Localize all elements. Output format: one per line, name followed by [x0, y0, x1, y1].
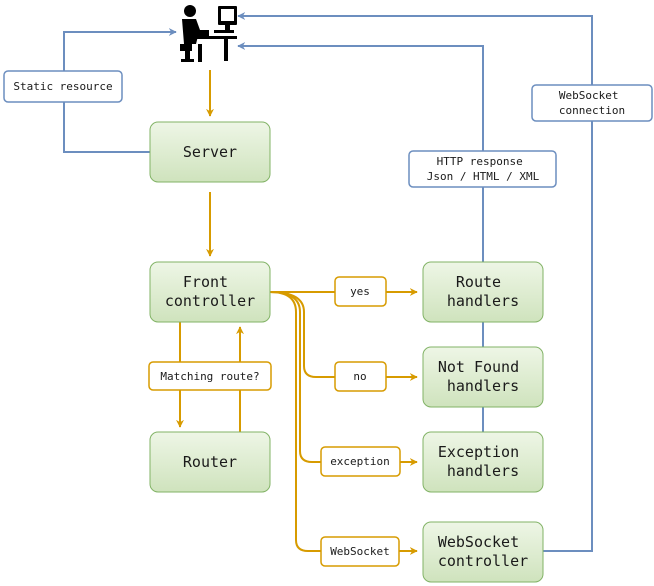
yes-text: yes	[350, 285, 370, 298]
http-response-text-line1: HTTP response	[437, 155, 523, 168]
route-handlers-label-line1: Route	[456, 273, 501, 291]
not-found-handlers-label-line2: handlers	[447, 377, 519, 395]
front-controller-node: Front controller	[149, 261, 271, 323]
router-label: Router	[183, 453, 237, 471]
not-found-handlers-label-line1: Not Found	[438, 358, 519, 376]
yes-label: yes	[334, 276, 387, 307]
websocket-controller-label-line2: controller	[438, 552, 528, 570]
websocket-connection-label: WebSocket connection	[531, 84, 653, 122]
websocket-controller-label-line1: WebSocket	[438, 533, 519, 551]
websocket-connection-text-line2: connection	[559, 104, 625, 117]
exception-label: exception	[320, 446, 401, 477]
exception-handlers-node: Exception handlers	[422, 431, 544, 493]
websocket-branch-label: WebSocket	[320, 536, 400, 567]
no-label: no	[334, 361, 387, 392]
svg-text:WebSocket controller: WebSocket controller	[438, 533, 528, 570]
static-resource-label: Static resource	[3, 70, 123, 103]
front-controller-label-line2: controller	[165, 292, 255, 310]
http-response-edge	[237, 42, 484, 262]
svg-text:Front controller: Front controller	[165, 273, 255, 310]
no-text: no	[353, 370, 366, 383]
svg-text:WebSocket connection: WebSocket connection	[559, 89, 625, 117]
matching-route-text: Matching route?	[160, 370, 259, 383]
router-node: Router	[149, 431, 271, 493]
exception-text: exception	[330, 455, 390, 468]
svg-text:Exception handlers: Exception handlers	[438, 443, 528, 480]
static-resource-text: Static resource	[13, 80, 112, 93]
server-label: Server	[183, 143, 237, 161]
user-at-computer-icon	[180, 5, 237, 62]
svg-text:Route handlers: Route handlers	[447, 273, 519, 310]
websocket-connection-text-line1: WebSocket	[559, 89, 619, 102]
not-found-handlers-node: Not Found handlers	[422, 346, 544, 408]
exception-handlers-label-line1: Exception	[438, 443, 519, 461]
websocket-connection-edge	[237, 12, 593, 552]
server-node: Server	[149, 121, 271, 183]
route-handlers-node: Route handlers	[422, 261, 544, 323]
websocket-controller-node: WebSocket controller	[422, 521, 544, 583]
websocket-branch-edge	[269, 291, 418, 555]
exception-handlers-label-line2: handlers	[447, 462, 519, 480]
matching-route-label: Matching route?	[148, 361, 272, 391]
route-handlers-label-line2: handlers	[447, 292, 519, 310]
svg-text:HTTP response Json / HTM: HTTP response Json / HTML / XML	[427, 155, 540, 183]
flow-connectors	[176, 70, 418, 555]
front-controller-label-line1: Front	[183, 273, 228, 291]
http-response-label: HTTP response Json / HTML / XML	[408, 150, 557, 188]
http-response-text-line2: Json / HTML / XML	[427, 170, 540, 183]
svg-text:Not Found handlers: Not Found handlers	[438, 358, 528, 395]
websocket-branch-text: WebSocket	[330, 545, 390, 558]
